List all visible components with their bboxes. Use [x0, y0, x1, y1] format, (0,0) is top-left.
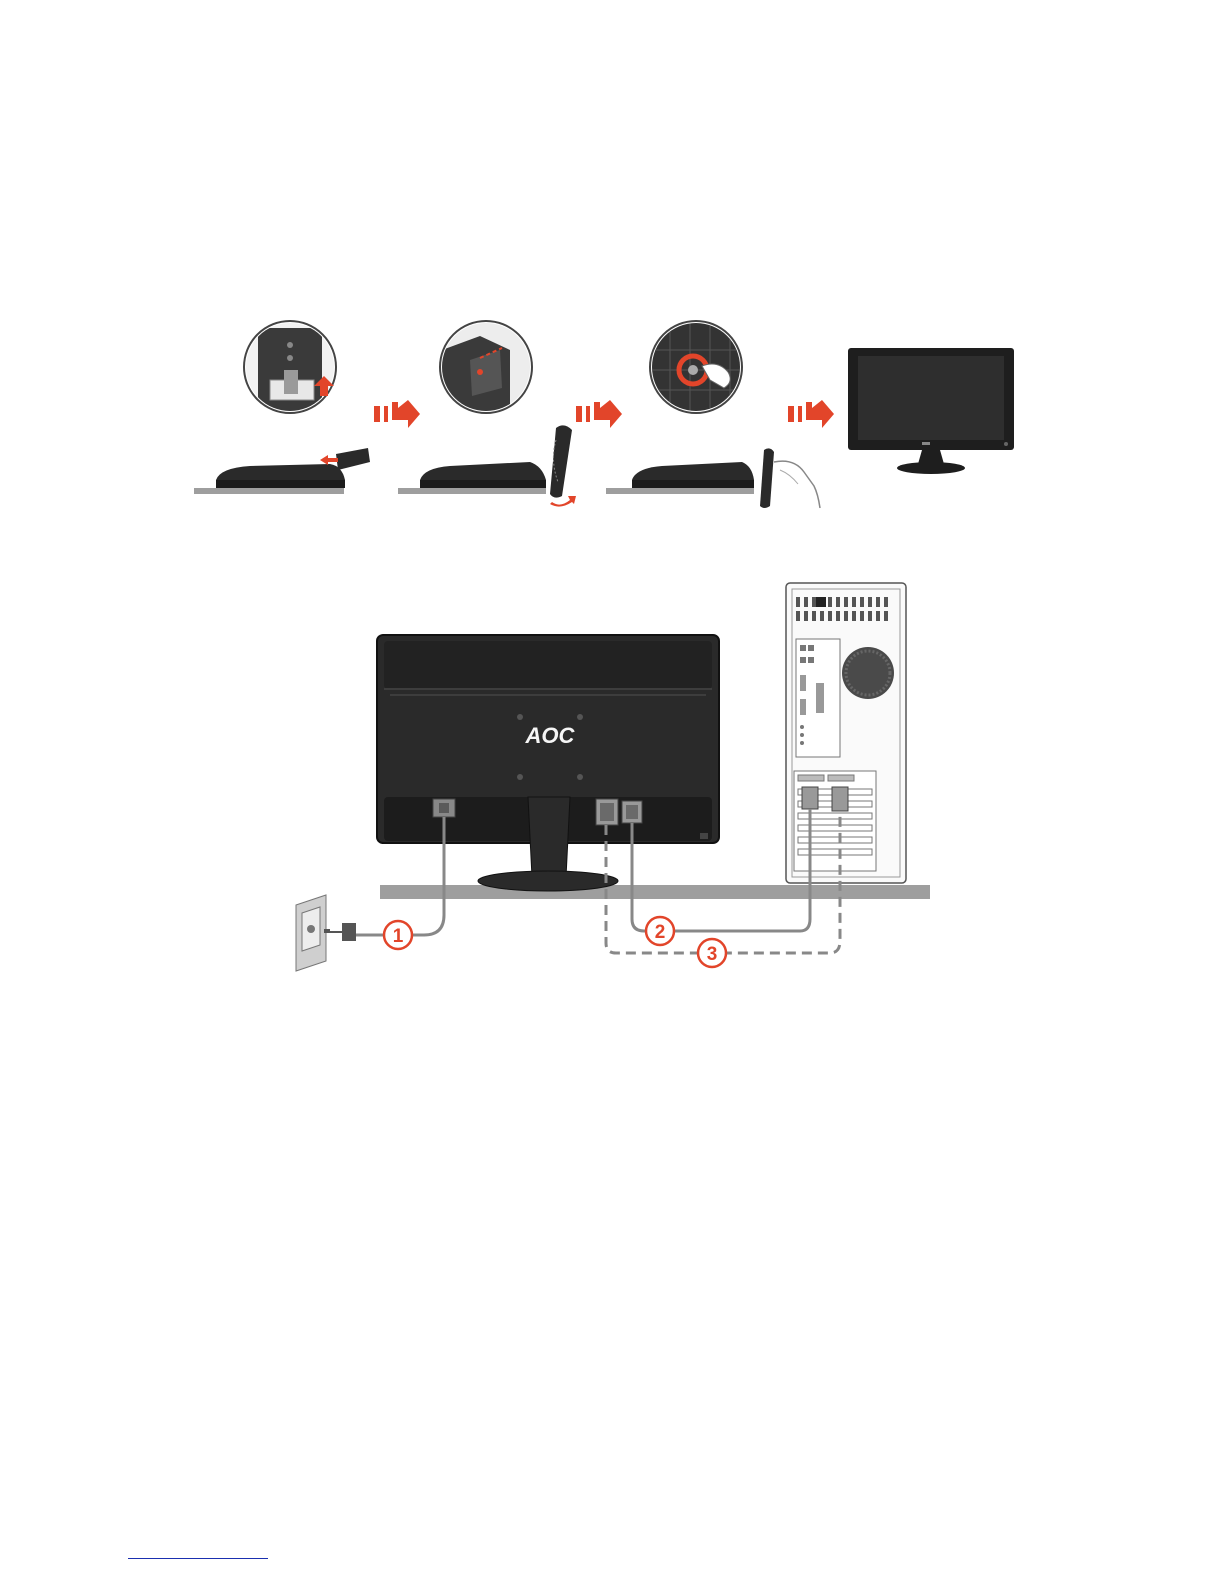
pc-vga-port: [802, 787, 818, 809]
pc-tower: [786, 583, 906, 883]
svg-text:3: 3: [707, 944, 718, 965]
footnote-separator: [128, 1558, 268, 1559]
monitor-screen: [858, 356, 1004, 440]
step2-attach-neck: [398, 320, 576, 507]
monitor-brand-logo: AOC: [525, 723, 576, 748]
monitor-neck: [918, 450, 944, 464]
rotate-arrow-icon: [550, 496, 576, 507]
svg-text:1: 1: [393, 926, 404, 947]
monitor-stand-neck: [528, 797, 570, 877]
wall-outlet: [296, 895, 326, 971]
step1-detachable-base: [194, 320, 370, 494]
step3-tighten-screw: [606, 320, 820, 508]
stand-assembly-diagram: [180, 310, 1040, 520]
arrow-right-icon: [576, 400, 622, 428]
insert-arrow-icon: [320, 455, 338, 465]
callout-2: 2: [646, 917, 674, 945]
monitor-panel-side: [760, 448, 774, 508]
monitor-base: [216, 464, 345, 480]
monitor-base: [897, 462, 965, 474]
psu-socket: [816, 597, 826, 607]
step1-zoom-circle: [240, 320, 340, 420]
callout-1: 1: [384, 921, 412, 949]
desk-shelf: [380, 885, 930, 899]
callout-3: 3: [698, 939, 726, 967]
monitor-base: [632, 462, 754, 480]
shelf: [606, 488, 754, 494]
dvi-port: [596, 799, 618, 825]
arrow-right-icon: [374, 400, 420, 428]
monitor-base: [420, 462, 546, 480]
step3-zoom-circle: [646, 320, 746, 420]
shelf: [398, 488, 546, 494]
hand-icon: [774, 461, 820, 508]
power-port: [433, 799, 455, 817]
arrow-right-icon: [788, 400, 834, 428]
pc-dvi-port: [832, 787, 848, 811]
cable-connection-diagram: AOC: [280, 575, 950, 975]
svg-text:2: 2: [655, 922, 666, 943]
vga-port: [622, 801, 642, 823]
shelf: [194, 488, 344, 494]
assembled-monitor: [848, 348, 1014, 474]
stand-neck: [336, 448, 370, 470]
step2-zoom-circle: [436, 320, 536, 420]
power-plug: [324, 923, 356, 941]
fan-grille: [842, 647, 894, 699]
monitor-stand-base: [478, 871, 618, 891]
expansion-slots: [794, 771, 876, 871]
